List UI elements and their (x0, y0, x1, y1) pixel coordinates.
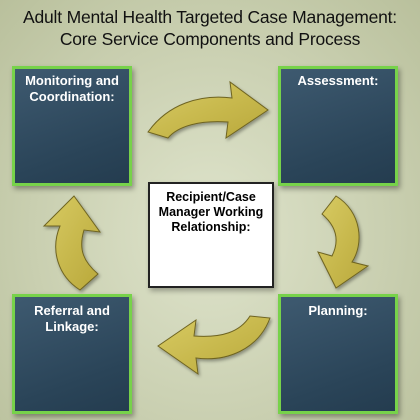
referral-label: Referral and Linkage: (34, 303, 110, 334)
assessment-label: Assessment: (297, 73, 379, 88)
monitoring-label: Monitoring and Coordination: (25, 73, 119, 104)
assessment-box: Assessment: (278, 66, 398, 186)
arrow-bottom (157, 315, 271, 376)
arrow-top (147, 80, 269, 140)
arrow-right (317, 195, 370, 289)
working-relationship-box: Recipient/Case Manager Working Relations… (148, 182, 274, 288)
planning-box: Planning: (278, 294, 398, 414)
center-label: Recipient/Case Manager Working Relations… (158, 190, 264, 234)
monitoring-coordination-box: Monitoring and Coordination: (12, 66, 132, 186)
planning-label: Planning: (308, 303, 368, 318)
diagram-title: Adult Mental Health Targeted Case Manage… (0, 6, 420, 50)
referral-linkage-box: Referral and Linkage: (12, 294, 132, 414)
title-line-2: Core Service Components and Process (59, 29, 361, 49)
arrow-left (42, 195, 102, 291)
title-line-1: Adult Mental Health Targeted Case Manage… (23, 7, 397, 27)
